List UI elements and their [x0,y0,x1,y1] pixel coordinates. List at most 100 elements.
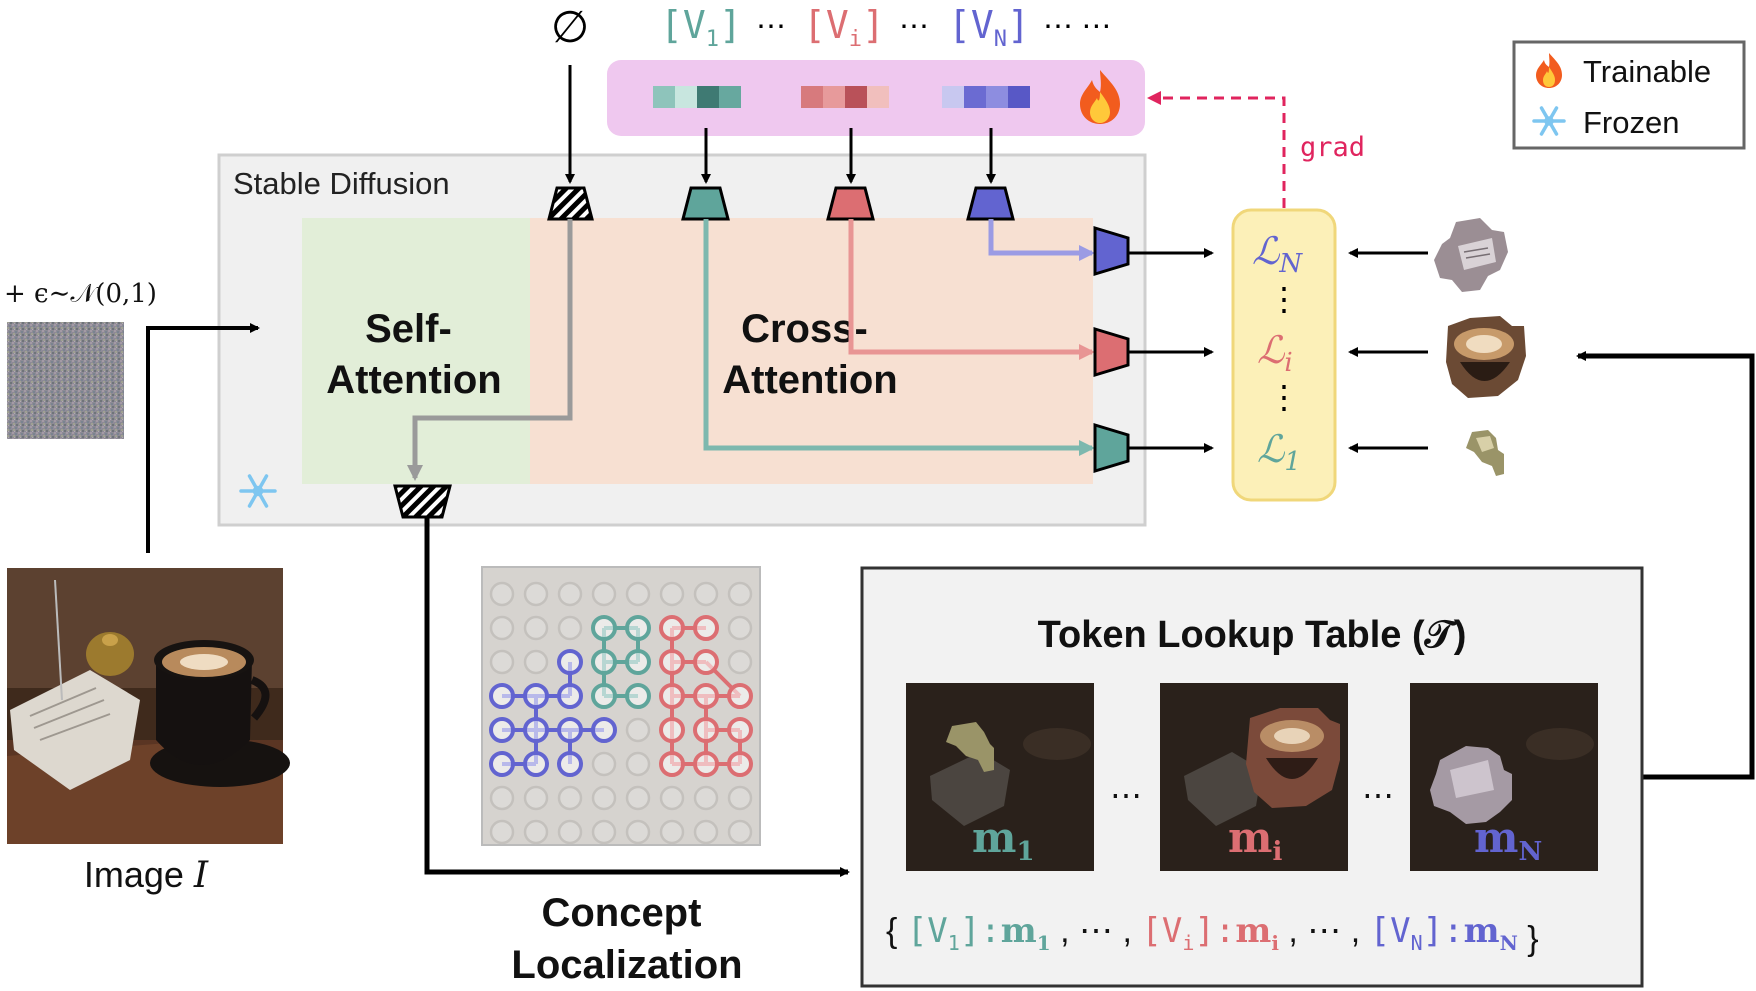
grid-node-active [693,649,719,675]
grid-node [727,785,753,811]
fire-icon [1536,53,1562,88]
vn-output-block [1093,225,1130,277]
grid-node [489,819,515,845]
embedding-v1 [653,86,741,108]
grid-node-active [659,615,685,641]
grad-arrow [1147,91,1286,208]
grid-node [557,819,583,845]
ellipsis-2: ⋯ [899,10,929,43]
grid-node-active [659,649,685,675]
loss-l1: ℒ1 [1257,427,1301,477]
legend-trainable-label: Trainable [1583,54,1711,89]
mask-image-mn: mN [1410,683,1598,871]
grid-node-active [625,649,651,675]
null-projection-block [547,186,594,221]
self-attention-label: Self- Attention [326,307,502,402]
grid-node-active [727,683,753,709]
grid-node [489,615,515,641]
concept-localization-grid [481,566,761,846]
grid-node [591,785,617,811]
vi-flow-arrow [848,219,1095,360]
lookup-to-patches-arrow [1576,351,1755,780]
vi-output-block [1093,326,1130,378]
token-vn: [VN] [948,3,1030,52]
grid-node [693,785,719,811]
top-token-row: ∅ [V1] ⋯ [Vi] ⋯ [VN] ⋯ ⋯ [551,3,1112,52]
grid-node-active [659,751,685,777]
grid-node-active [591,649,617,675]
grid-node [625,751,651,777]
grid-node [625,785,651,811]
mask-image-m1: m1 [906,683,1094,871]
legend-frozen-label: Frozen [1583,105,1679,140]
vi-projection-block [826,186,875,221]
mask-label-mi: mi [1228,813,1282,867]
vn-projection-block [966,186,1015,221]
grid-node [625,819,651,845]
grid-node-active [727,717,753,743]
grid-node [523,649,549,675]
grid-node-active [625,683,651,709]
token-lookup-formula: { [V1]:m1 , ⋯ , [Vi]:mi , ⋯ , [VN]:mN } [886,911,1539,958]
grid-node-active [557,683,583,709]
grid-node-active [489,683,515,709]
bell [86,632,134,676]
grid-node [489,785,515,811]
grid-node-active [591,683,617,709]
concept-localization-label: Concept Localization [511,891,742,987]
v1-output-block [1093,422,1130,474]
grid-node-active [557,649,583,675]
table-ellipsis-1: ⋯ [1110,777,1142,813]
grid-node [591,751,617,777]
self-attention-output-block [393,484,452,519]
cross-attention-label: Cross- Attention [722,307,898,402]
grid-node-active [591,717,617,743]
image-label: Image I [84,854,209,896]
grid-node [489,581,515,607]
grid-node [727,649,753,675]
grid-node [523,581,549,607]
null-flow-arrow [407,219,573,481]
grid-node [693,819,719,845]
input-image [7,568,290,844]
mask-label-mn: mN [1474,813,1542,867]
noise-image [7,322,124,439]
loss-li: ℒi [1257,328,1293,378]
grid-node [659,581,685,607]
token-v1: [V1] [660,3,742,52]
noise-label: + ϵ∼𝒩(0,1) [4,279,157,309]
grid-node [591,819,617,845]
grid-node [557,785,583,811]
grid-node [523,785,549,811]
grid-node [523,615,549,641]
grid-node-active [693,717,719,743]
grid-node [557,581,583,607]
grid-node-active [625,615,651,641]
masked-patch-l1 [1466,430,1504,476]
ellipsis-1: ⋯ [756,10,786,43]
ellipsis-trailing: ⋯ ⋯ [1043,10,1111,43]
embedding-vi [801,86,889,108]
grid-node-active [727,751,753,777]
snowflake-icon [239,474,277,508]
token-lookup-title: Token Lookup Table (𝒯) [1038,614,1467,656]
grid-node-active [557,717,583,743]
grid-node-active [523,683,549,709]
token-vi: [Vi] [803,3,885,52]
grid-node [591,581,617,607]
grad-label: grad [1300,132,1365,163]
grid-background [481,566,761,846]
fire-icon [1080,70,1120,124]
grid-node-active [659,683,685,709]
grid-node-active [693,751,719,777]
null-token-symbol: ∅ [551,3,589,52]
grid-node [557,615,583,641]
grid-node [659,785,685,811]
grid-node [659,819,685,845]
image-to-sd-arrow [146,323,260,553]
grid-node-active [523,751,549,777]
table-ellipsis-2: ⋯ [1362,777,1394,813]
stable-diffusion-title: Stable Diffusion [233,166,450,201]
grid-node [489,649,515,675]
